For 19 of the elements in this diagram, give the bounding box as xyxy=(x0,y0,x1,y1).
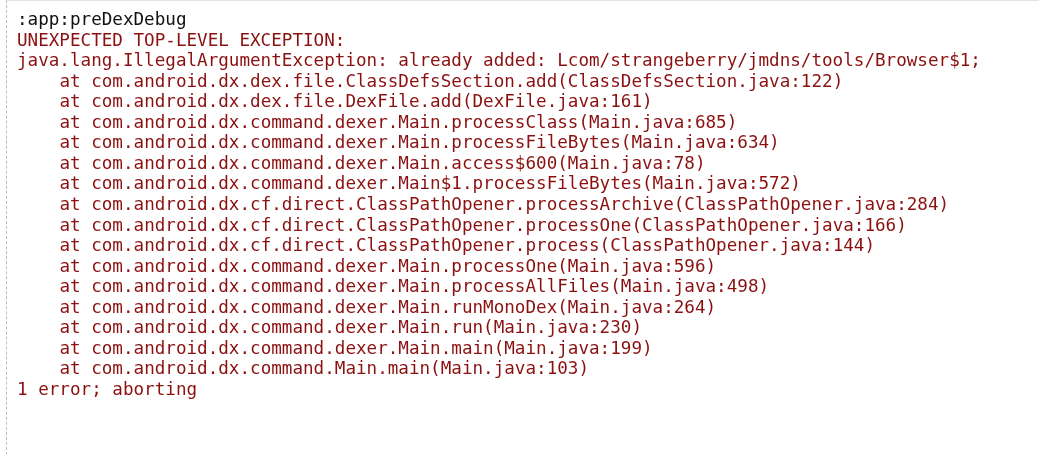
stack-trace-line: at com.android.dx.command.dexer.Main.main(Main.java:199) xyxy=(59,337,653,358)
error-message: UNEXPECTED TOP-LEVEL EXCEPTION: xyxy=(17,29,346,50)
stack-trace-line: at com.android.dx.command.dexer.Main.run(Main.java:230) xyxy=(59,317,642,338)
error-message: java.lang.IllegalArgumentException: already added: Lcom/strangeberry/jmdns/tools/Browser$1; xyxy=(17,50,981,71)
stack-trace-line: at com.android.dx.cf.direct.ClassPathOpener.processArchive(ClassPathOpener.java:284) xyxy=(59,193,950,214)
stack-trace-line: at com.android.dx.cf.direct.ClassPathOpener.processOne(ClassPathOpener.java:166) xyxy=(59,214,907,235)
stack-trace-line: at com.android.dx.command.dexer.Main.processOne(Main.java:596) xyxy=(59,255,717,276)
stack-trace-line: at com.android.dx.command.dexer.Main.processFileBytes(Main.java:634) xyxy=(59,132,780,153)
stack-trace-line: at com.android.dx.command.dexer.Main.processClass(Main.java:685) xyxy=(59,111,738,132)
stack-trace-line: at com.android.dx.command.dexer.Main$1.processFileBytes(Main.java:572) xyxy=(59,173,801,194)
stack-trace-line: at com.android.dx.cf.direct.ClassPathOpener.process(ClassPathOpener.java:144) xyxy=(59,235,875,256)
summary-line: 1 error; aborting xyxy=(17,378,198,399)
stack-trace-line: at com.android.dx.command.dexer.Main.processAllFiles(Main.java:498) xyxy=(59,276,770,297)
stack-trace-line: at com.android.dx.dex.file.ClassDefsSection.add(ClassDefsSection.java:122) xyxy=(59,70,844,91)
stack-trace-line: at com.android.dx.dex.file.DexFile.add(DexFile.java:161) xyxy=(59,91,653,112)
stack-trace-line: at com.android.dx.command.Main.main(Main.java:103) xyxy=(59,358,589,379)
task-name: :app:preDexDebug xyxy=(17,9,187,29)
stack-trace-line: at com.android.dx.command.dexer.Main.runMonoDex(Main.java:264) xyxy=(59,296,717,317)
stack-trace-line: at com.android.dx.command.dexer.Main.access$600(Main.java:78) xyxy=(59,152,706,173)
